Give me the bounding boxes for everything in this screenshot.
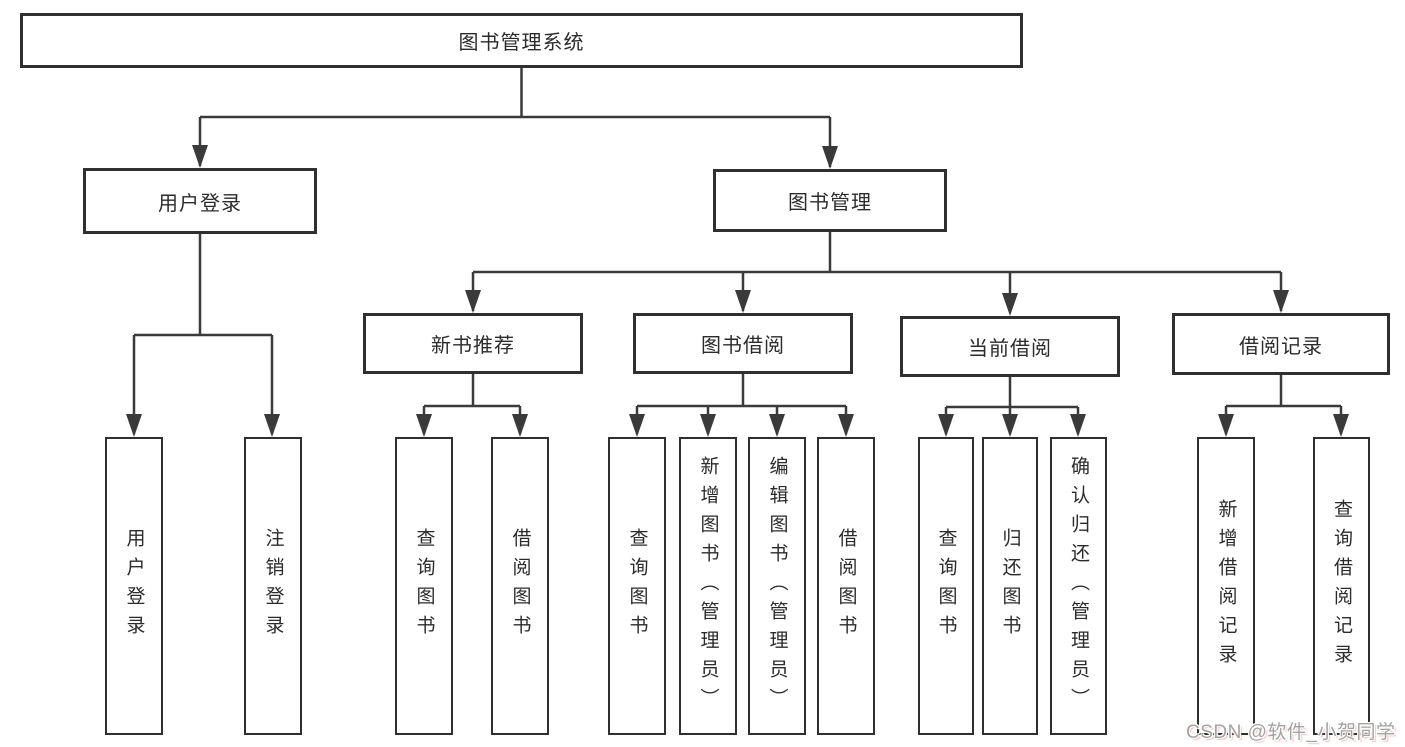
node-label: 借阅图书 xyxy=(835,528,857,644)
arrowhead-icon xyxy=(629,414,645,437)
arrowhead-icon xyxy=(465,290,481,313)
node-leaf-borrow-books: 借阅图书 xyxy=(491,437,549,735)
node-label: 查询图书 xyxy=(935,528,957,644)
node-label: 归还图书 xyxy=(999,528,1021,644)
node-leaf-query-books: 查询图书 xyxy=(608,437,666,735)
node-leaf-query-borrow-record: 查询借阅记录 xyxy=(1313,437,1370,735)
node-label: 新增图书（管理员） xyxy=(697,455,719,717)
csdn-watermark: CSDN @软件_小贺同学 xyxy=(1186,722,1396,743)
node-leaf-query-books: 查询图书 xyxy=(395,437,453,735)
node-label: 查询图书 xyxy=(626,528,648,644)
node-leaf-confirm-return-admin: 确认归还（管理员） xyxy=(1050,437,1107,735)
arrowhead-icon xyxy=(1002,293,1018,316)
arrowhead-icon xyxy=(1218,414,1234,437)
node-book-management: 图书管理 xyxy=(713,169,947,232)
node-label: 当前借阅 xyxy=(968,338,1052,360)
node-label: 注销登录 xyxy=(262,528,284,644)
node-library-management-system: 图书管理系统 xyxy=(20,13,1023,68)
node-leaf-query-books: 查询图书 xyxy=(918,437,974,735)
arrowhead-icon xyxy=(938,414,954,437)
node-user-login: 用户登录 xyxy=(83,168,317,234)
connector-borrow-to-leaves xyxy=(635,374,848,434)
node-label: 新增借阅记录 xyxy=(1215,499,1237,673)
node-current-borrowing: 当前借阅 xyxy=(900,316,1120,377)
node-label: 查询图书 xyxy=(413,528,435,644)
node-label: 用户登录 xyxy=(123,528,145,644)
node-new-book-recommendation: 新书推荐 xyxy=(363,313,583,374)
arrowhead-icon xyxy=(416,414,432,437)
arrowhead-icon xyxy=(192,145,208,168)
node-label: 图书借阅 xyxy=(701,335,785,357)
arrowhead-icon xyxy=(1273,290,1289,313)
node-leaf-logout: 注销登录 xyxy=(244,437,302,735)
connector-records-to-leaves xyxy=(1224,375,1343,434)
arrowhead-icon xyxy=(769,414,785,437)
arrowhead-icon xyxy=(264,414,280,437)
arrowhead-icon xyxy=(838,414,854,437)
arrowhead-icon xyxy=(1070,414,1086,437)
node-borrowing-records: 借阅记录 xyxy=(1172,313,1390,375)
connector-mgmt-to-level3 xyxy=(471,232,1283,311)
node-label: 编辑图书（管理员） xyxy=(766,455,788,717)
connector-root-to-level2 xyxy=(198,68,832,167)
node-leaf-borrow-books: 借阅图书 xyxy=(817,437,875,735)
node-label: 用户登录 xyxy=(158,192,242,215)
connector-rec-to-leaves xyxy=(422,374,522,434)
arrowhead-icon xyxy=(512,414,528,437)
arrowhead-icon xyxy=(1002,414,1018,437)
node-label: 新书推荐 xyxy=(431,335,515,357)
arrowhead-icon xyxy=(126,414,142,437)
arrowhead-icon xyxy=(822,146,838,169)
node-leaf-user-login: 用户登录 xyxy=(105,437,163,735)
arrowheads xyxy=(126,145,1349,437)
connector-login-to-leaves xyxy=(132,234,274,434)
node-leaf-return-books: 归还图书 xyxy=(982,437,1038,735)
node-book-borrowing: 图书借阅 xyxy=(633,313,853,374)
node-label: 查询借阅记录 xyxy=(1331,499,1352,673)
node-label: 确认归还（管理员） xyxy=(1068,455,1089,717)
node-leaf-add-borrow-record: 新增借阅记录 xyxy=(1197,437,1255,735)
node-label: 借阅图书 xyxy=(509,528,531,644)
arrowhead-icon xyxy=(1333,414,1349,437)
arrowhead-icon xyxy=(735,290,751,313)
node-label: 图书管理系统 xyxy=(458,32,585,54)
node-label: 图书管理 xyxy=(788,192,872,214)
node-leaf-add-books-admin: 新增图书（管理员） xyxy=(679,437,737,735)
node-leaf-edit-books-admin: 编辑图书（管理员） xyxy=(748,437,806,735)
arrowhead-icon xyxy=(700,414,716,437)
node-label: 借阅记录 xyxy=(1239,335,1323,358)
